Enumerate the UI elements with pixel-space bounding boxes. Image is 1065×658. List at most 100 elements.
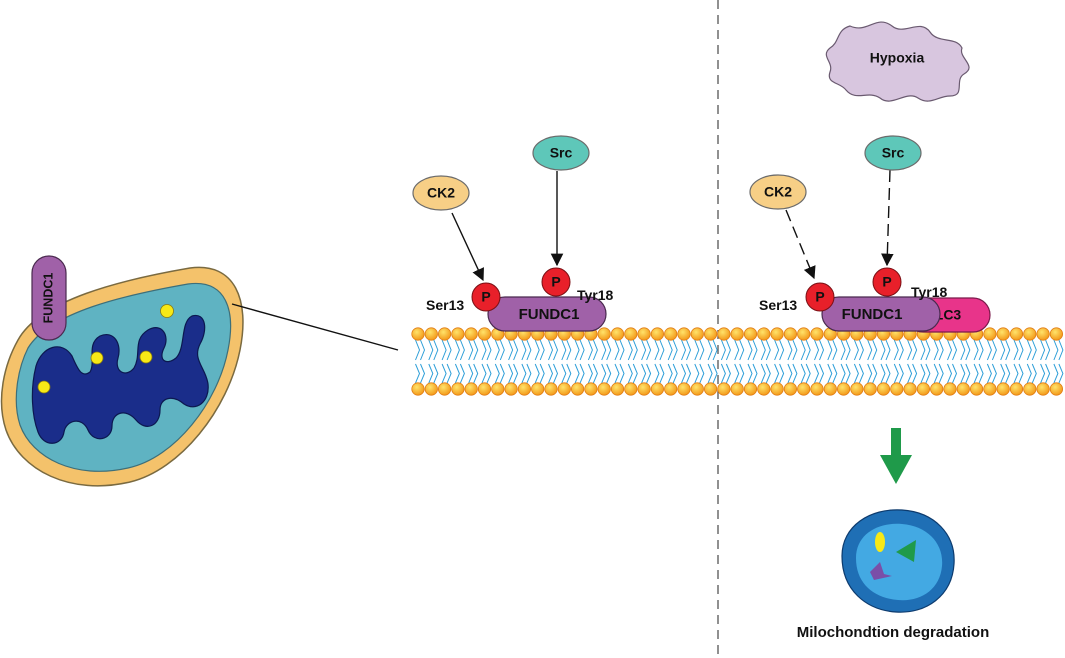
lipid-head — [996, 327, 1010, 341]
lipid-tail — [827, 363, 833, 384]
lipid-tail — [925, 363, 931, 384]
lipid-tail — [712, 363, 718, 384]
lipid-tail — [832, 363, 838, 384]
lipid-tail — [712, 339, 718, 361]
lipid-tail — [765, 339, 771, 361]
lipid-tail — [960, 339, 966, 361]
lipid-tail — [513, 363, 519, 384]
hypoxia-stimulus: Hypoxia — [825, 21, 970, 102]
phospho-label: P — [815, 289, 824, 305]
lipid-tail — [428, 363, 434, 384]
lipid-tail — [579, 363, 585, 384]
lipid-tail — [880, 339, 886, 361]
lipid-tail — [1058, 363, 1064, 384]
phospho-group-ser13: P — [471, 282, 501, 312]
ck2-kinase: CK2 — [412, 175, 470, 211]
lipid-tail — [725, 363, 731, 384]
lipid-tail — [867, 363, 873, 384]
fundc1-label: FUNDC1 — [842, 306, 903, 323]
lipid-tail — [779, 339, 785, 361]
lipid-tail — [614, 363, 620, 384]
lipid-tail — [819, 339, 825, 361]
lipid-tail — [747, 363, 753, 384]
lipid-head — [810, 327, 824, 341]
lipid-tail — [433, 363, 439, 384]
lipid-tail — [925, 339, 931, 361]
lipid-tail — [566, 363, 572, 384]
lipid-tail — [1031, 363, 1037, 384]
granule — [160, 304, 174, 318]
lipid-tail — [566, 339, 572, 361]
lipid-tail — [415, 363, 421, 384]
lipid-head — [930, 382, 944, 396]
fundc1-protein: FUNDC1 — [487, 296, 607, 332]
debris-green — [896, 540, 916, 562]
lipid-tail — [574, 339, 580, 361]
lipid-tail — [601, 363, 607, 384]
lipid-head — [437, 327, 452, 341]
lipid-head — [624, 327, 638, 341]
lipid-tail — [787, 363, 793, 384]
lipid-tail — [947, 363, 953, 384]
lipid-tail — [454, 339, 460, 361]
lipid-tail — [587, 339, 593, 361]
panel-right: Hypoxia CK2 Src LC3 FUNDC1 P P Se — [749, 21, 991, 641]
lipid-tail — [654, 363, 660, 384]
lipid-head — [504, 382, 518, 396]
lipid-head — [637, 327, 651, 341]
lipid-tail — [1026, 339, 1032, 361]
lipid-head — [1036, 382, 1050, 396]
lipid-tail — [534, 363, 540, 384]
lipid-tail — [579, 339, 585, 361]
lipid-tail — [513, 339, 519, 361]
lipid-tail — [481, 363, 487, 384]
lipid-tail — [641, 339, 647, 361]
debris-purple — [870, 562, 892, 580]
lipid-tail — [681, 363, 687, 384]
lipid-head — [451, 327, 465, 341]
ck2-label: CK2 — [764, 184, 792, 200]
lipid-head — [943, 382, 957, 396]
lipid-tail — [415, 339, 421, 361]
phospho-label: P — [481, 289, 490, 305]
lipid-tail — [1005, 363, 1011, 384]
lipid-head — [690, 327, 704, 341]
lipid-tail — [473, 363, 479, 384]
lipid-tail — [428, 339, 434, 361]
lipid-tail — [574, 363, 580, 384]
lipid-head — [823, 382, 837, 396]
lipid-head — [624, 382, 638, 396]
lipid-head — [610, 327, 625, 341]
lipid-tail — [481, 339, 487, 361]
lipid-tail — [832, 339, 838, 361]
lipid-head — [703, 382, 718, 396]
lipid-tail — [872, 363, 878, 384]
lipid-tail — [654, 339, 660, 361]
lipid-head — [451, 382, 465, 396]
lipid-tail — [534, 339, 540, 361]
lipid-head — [770, 382, 784, 396]
lipid-tail — [978, 339, 984, 361]
lipid-head — [610, 382, 625, 396]
membrane-bilayer — [411, 327, 1064, 396]
lipid-tail — [933, 363, 939, 384]
fundc1-label: FUNDC1 — [519, 306, 580, 323]
lipid-tail — [734, 339, 740, 361]
lipid-tail — [893, 363, 899, 384]
ck2-arrow-dashed — [785, 209, 816, 280]
lipid-head — [677, 327, 691, 341]
lipid-tail — [880, 363, 886, 384]
lipid-tail — [734, 363, 740, 384]
phospho-label: P — [551, 274, 560, 290]
lipid-tail — [454, 363, 460, 384]
lipid-tail — [446, 363, 452, 384]
lipid-tail — [907, 339, 913, 361]
lipid-head — [424, 327, 438, 341]
lipid-head — [557, 382, 571, 396]
mitochondrion: FUNDC1 — [0, 255, 244, 487]
lipid-tail — [973, 339, 979, 361]
lipid-tail — [912, 363, 918, 384]
lipid-head — [677, 382, 691, 396]
src-label: Src — [550, 145, 573, 161]
